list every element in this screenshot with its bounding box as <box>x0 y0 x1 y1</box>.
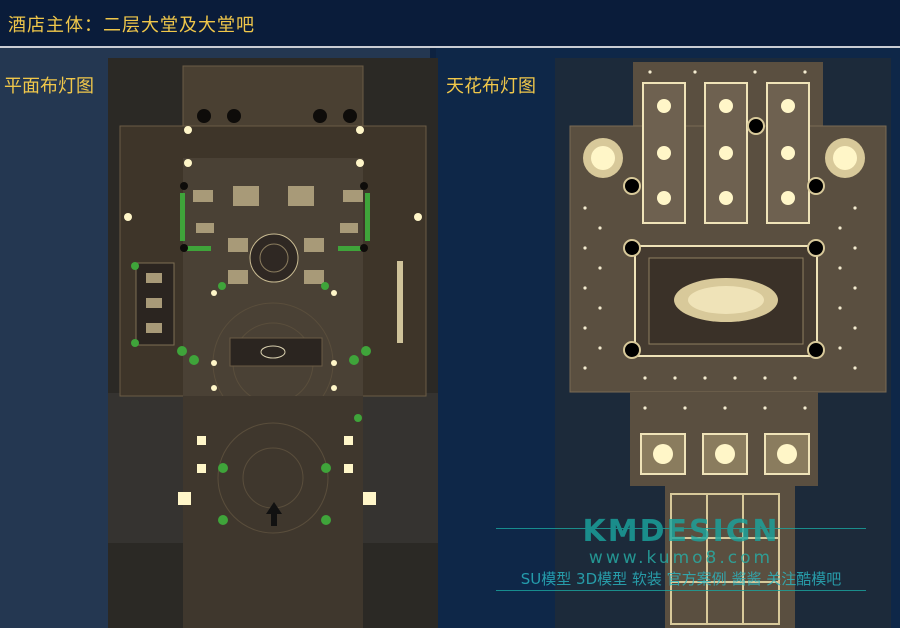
floor-plan-label: 平面布灯图 <box>4 76 94 97</box>
watermark-rule <box>496 528 866 529</box>
watermark-url: www.kumo8.com <box>588 548 774 568</box>
ceiling-lighting-plan <box>555 58 891 628</box>
watermark-logo: KMDESIGN <box>582 514 780 549</box>
ceiling-plan-label: 天花布灯图 <box>446 76 536 97</box>
floor-lighting-plan <box>108 58 438 628</box>
watermark-tagline: SU模型 3D模型 软装 官方案例 酱酱 关注酷模吧 <box>496 568 866 591</box>
page-title: 酒店主体：二层大堂及大堂吧 <box>8 15 255 36</box>
header-bar: 酒店主体：二层大堂及大堂吧 <box>0 0 900 48</box>
watermark: KMDESIGN www.kumo8.com SU模型 3D模型 软装 官方案例… <box>496 516 866 596</box>
